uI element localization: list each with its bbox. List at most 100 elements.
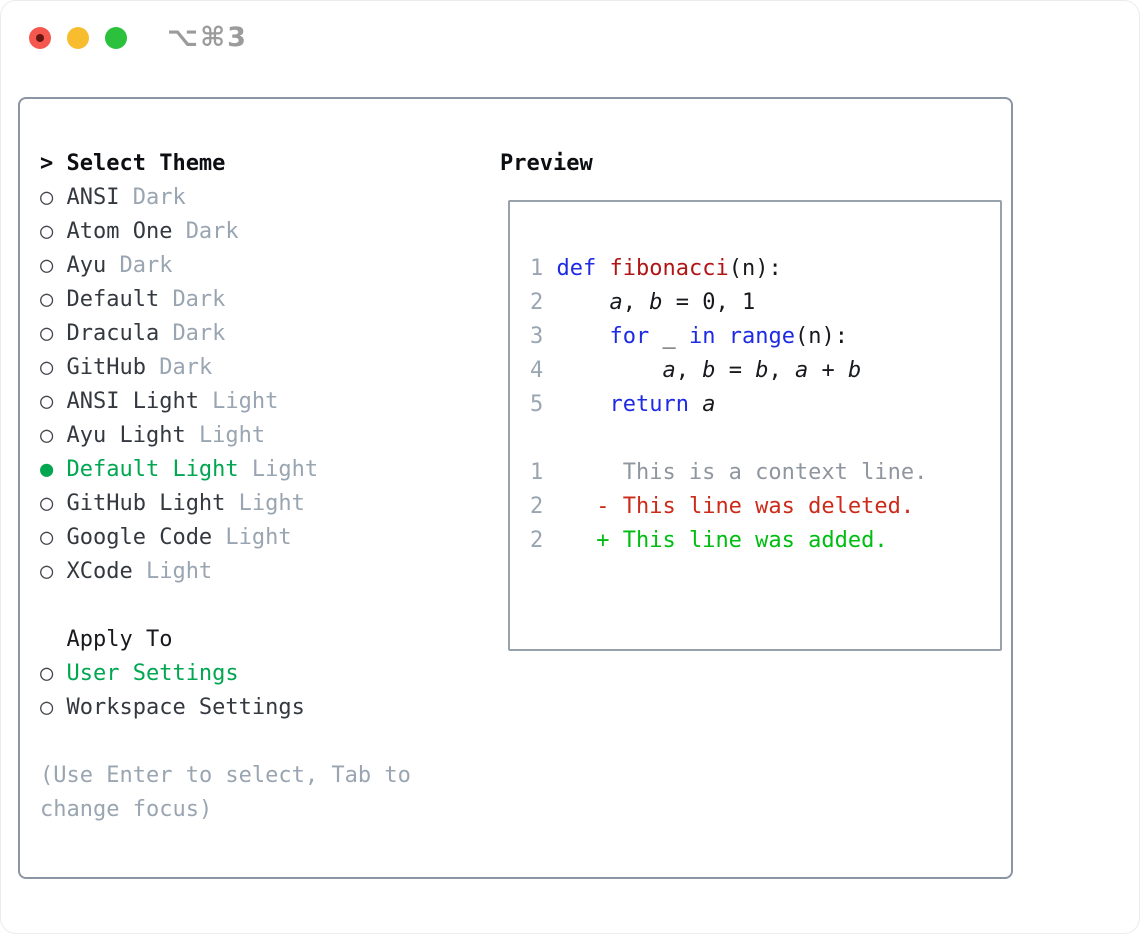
code-token: [689, 388, 702, 422]
code-token: [556, 524, 596, 558]
theme-option-github-light[interactable]: GitHub Light Light: [40, 487, 411, 521]
code-token: a: [794, 358, 809, 383]
code-token: return: [609, 392, 689, 417]
theme-variant: Light: [238, 491, 305, 516]
theme-name: ANSI Light: [66, 389, 199, 414]
code-token: This is a context line.: [556, 460, 928, 485]
theme-name: ANSI: [66, 185, 120, 210]
theme-variant: Light: [251, 457, 319, 482]
theme-name: Atom One: [66, 219, 173, 244]
code-token: ,: [675, 358, 703, 383]
theme-name: GitHub: [66, 355, 146, 380]
spacer: [40, 589, 411, 623]
theme-variant: Dark: [185, 219, 239, 244]
apply-option-user-settings[interactable]: User Settings: [40, 657, 411, 691]
code-line: 2 a, b = 0, 1: [530, 286, 1000, 320]
code-token: for: [609, 324, 650, 349]
theme-name: GitHub Light: [66, 491, 226, 516]
radio-selected-icon: [40, 453, 66, 487]
theme-variant: Light: [212, 389, 279, 414]
radio-unselected-icon: [40, 385, 66, 419]
code-token: [596, 252, 609, 286]
apply-to-title: Apply To: [66, 627, 173, 652]
theme-option-ayu-light[interactable]: Ayu Light Light: [40, 419, 411, 453]
code-token: (n):: [728, 256, 782, 281]
code-token: a: [662, 358, 676, 383]
theme-variant: Light: [198, 423, 266, 448]
select-theme-title: Select Theme: [66, 151, 226, 176]
theme-variant: Dark: [172, 321, 226, 346]
code-token: [715, 320, 728, 354]
line-number: 1: [530, 460, 544, 485]
theme-option-ansi-dark[interactable]: ANSI Dark: [40, 181, 411, 215]
line-number: 2: [530, 494, 544, 519]
theme-variant: Light: [225, 525, 292, 550]
zoom-button[interactable]: [105, 27, 127, 49]
theme-variant: Light: [145, 559, 213, 584]
code-token: b: [755, 358, 769, 383]
theme-name: Default: [66, 287, 160, 312]
minimize-button[interactable]: [67, 27, 89, 49]
theme-name: XCode: [66, 559, 133, 584]
help-text-line2: change focus): [40, 797, 213, 822]
code-line: 3 for _ in range(n):: [530, 320, 1000, 354]
radio-unselected-icon: [40, 555, 66, 589]
theme-option-xcode[interactable]: XCode Light: [40, 555, 411, 589]
line-number: 3: [530, 324, 544, 349]
theme-option-atom-one-dark[interactable]: Atom One Dark: [40, 215, 411, 249]
code-line: 5 return a: [530, 388, 1000, 422]
code-token: = 0, 1: [662, 290, 756, 315]
radio-unselected-icon: [40, 487, 66, 521]
help-text-line1: (Use Enter to select, Tab to: [40, 763, 411, 788]
code-token: b: [847, 358, 862, 383]
code-token: a: [702, 392, 716, 417]
code-token: [556, 320, 609, 354]
radio-unselected-icon: [40, 283, 66, 317]
theme-name: Google Code: [66, 525, 213, 550]
code-token: ,: [622, 290, 650, 315]
theme-name: Default Light: [66, 457, 239, 482]
theme-variant: Dark: [119, 253, 173, 278]
theme-option-google-code[interactable]: Google Code Light: [40, 521, 411, 555]
theme-variant: Dark: [132, 185, 186, 210]
code-token: ,: [768, 358, 795, 383]
radio-unselected-icon: [40, 181, 66, 215]
diff-deleted-line: 2 - This line was deleted.: [530, 490, 1000, 524]
code-token: [556, 354, 662, 388]
theme-option-dracula-dark[interactable]: Dracula Dark: [40, 317, 411, 351]
radio-unselected-icon: [40, 317, 66, 351]
apply-to-header: Apply To: [40, 623, 411, 657]
code-token: - This line was deleted.: [596, 494, 915, 519]
window-shortcut-label: ⌥⌘3: [167, 22, 248, 53]
radio-unselected-icon: [40, 521, 66, 555]
theme-name: Ayu Light: [66, 423, 186, 448]
code-token: fibonacci: [609, 256, 729, 281]
spacer: [40, 725, 411, 759]
line-number: 4: [530, 358, 544, 383]
line-number: 2: [530, 290, 544, 315]
apply-option-workspace-settings[interactable]: Workspace Settings: [40, 691, 411, 725]
titlebar: ⌥⌘3: [0, 0, 1140, 76]
code-token: (n):: [794, 324, 848, 349]
blank-line: [530, 422, 1000, 456]
theme-name: Dracula: [66, 321, 160, 346]
select-theme-header: >Select Theme: [40, 147, 411, 181]
theme-option-default-light[interactable]: Default Light Light: [40, 453, 411, 487]
theme-option-ansi-light[interactable]: ANSI Light Light: [40, 385, 411, 419]
radio-unselected-icon: [40, 215, 66, 249]
code-token: =: [715, 358, 756, 383]
line-number: 5: [530, 392, 544, 417]
code-token: in: [688, 324, 716, 349]
close-button[interactable]: [29, 27, 51, 49]
code-token: b: [649, 290, 663, 315]
radio-unselected-icon: [40, 249, 66, 283]
diff-added-line: 2 + This line was added.: [530, 524, 1000, 558]
code-token: a: [609, 290, 623, 315]
apply-option-label: Workspace Settings: [66, 695, 305, 720]
